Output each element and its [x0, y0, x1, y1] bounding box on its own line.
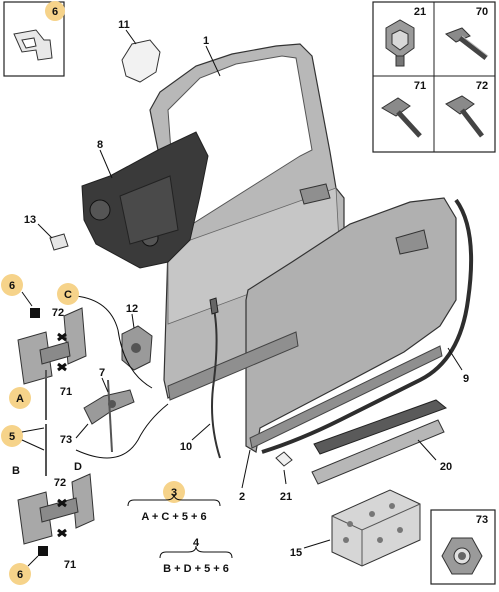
callout-10: 10 [180, 441, 192, 453]
part-6-square-upper [30, 308, 40, 318]
callout-72-upper: 72 [52, 307, 64, 319]
inset-label-73: 73 [476, 514, 488, 526]
callout-71-lower: 71 [64, 559, 76, 571]
part-6-square-lower [38, 546, 48, 556]
inset-label-72: 72 [476, 80, 488, 92]
inset-label-70: 70 [476, 6, 488, 18]
callout-11: 11 [118, 19, 130, 31]
part-10-cable: 10 [180, 297, 221, 459]
callout-12: 12 [126, 303, 138, 315]
callout-6-left: 6 [9, 280, 15, 292]
callout-71-upper: 71 [60, 386, 72, 398]
part-9-seal-strip: 9 [261, 198, 474, 454]
callout-b: B [12, 465, 20, 477]
callout-21-mid: 21 [280, 491, 292, 503]
callout-5: 5 [9, 431, 15, 443]
inset-box-clip-6: 6 [3, 1, 65, 77]
part-7-check-strap: 7 73 [60, 367, 135, 453]
inset-box-nut-73: 73 [430, 509, 496, 585]
kit-formula-3: 3 A + C + 5 + 6 [127, 481, 221, 523]
inset-label-21: 21 [414, 6, 426, 18]
part-20-trim-strip: 20 [311, 399, 452, 485]
callout-8: 8 [97, 139, 103, 151]
callout-73-mid: 73 [60, 434, 72, 446]
clip-21-icon [385, 19, 415, 67]
part-2-outer-skin: 2 [239, 197, 457, 503]
inset-label-71: 71 [414, 80, 426, 92]
callout-c: C [64, 289, 72, 301]
part-11-seal: 11 [118, 19, 161, 83]
callout-9: 9 [463, 373, 469, 385]
part-21-clip: 21 [275, 451, 293, 503]
callout-6-top: 6 [52, 6, 58, 18]
callout-1: 1 [203, 35, 209, 47]
part-5-hinge-pin: 5 [1, 424, 47, 476]
door-sill [167, 331, 299, 401]
callout-13: 13 [24, 214, 36, 226]
callout-a: A [16, 393, 24, 405]
part-12-lock: 12 [121, 303, 153, 371]
callout-20: 20 [440, 461, 452, 473]
lower-hinge-assembly: B D 72 71 6 [9, 461, 95, 585]
callout-4: 4 [193, 537, 200, 549]
callout-d: D [74, 461, 82, 473]
part-15-clip-kit: 15 [290, 489, 421, 567]
leader-curve-upper [75, 295, 153, 389]
formula-kit-4: B + D + 5 + 6 [163, 563, 229, 575]
screw-71-icon [381, 97, 422, 138]
part-8-window-regulator: 8 [81, 131, 209, 269]
callout-2: 2 [239, 491, 245, 503]
formula-kit-3: A + C + 5 + 6 [141, 511, 206, 523]
kit-formula-4: 4 B + D + 5 + 6 [159, 537, 233, 575]
part-13-pad: 13 [24, 214, 69, 251]
screw-72-icon [445, 95, 484, 138]
screw-70-icon [445, 27, 489, 60]
leader-curve-lower [75, 403, 169, 459]
callout-6-bottom: 6 [17, 569, 23, 581]
callout-15: 15 [290, 547, 302, 559]
upper-hinge-assembly: 6 C 72 71 A [1, 274, 87, 420]
callout-7: 7 [99, 367, 105, 379]
inset-box-fasteners: 21 70 71 72 [372, 1, 496, 153]
callout-3: 3 [171, 487, 177, 499]
callout-72-lower: 72 [54, 477, 66, 489]
